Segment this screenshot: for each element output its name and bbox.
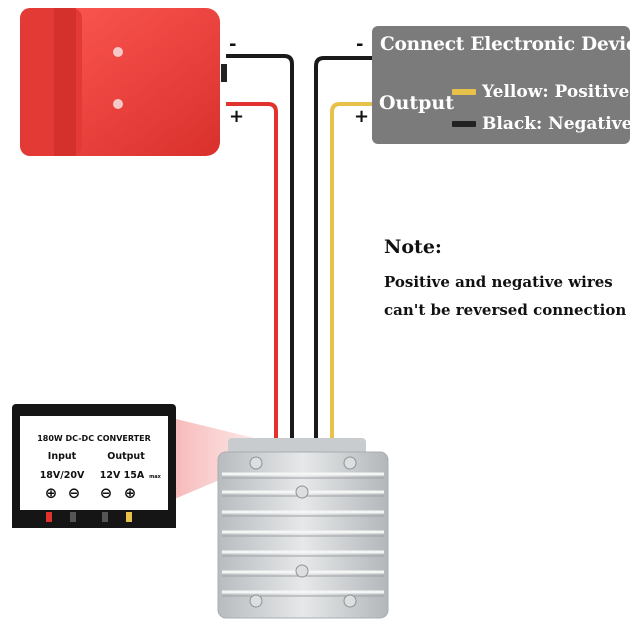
info-box-title: Connect Electronic Device [380,34,640,55]
screw-icon [343,594,357,608]
converter-input-voltage: 18V/20V [40,470,85,481]
legend-item-black: Black: Negative- [452,114,639,134]
terminal-input-negative-icon: ⊖ [68,484,81,502]
yellow-wire-swatch-icon [452,89,476,95]
device-positive-label: + [354,106,370,127]
legend-label-yellow: Yellow: Positive+ [482,82,640,102]
terminal-output-positive-icon: ⊕ [124,484,137,502]
note-title: Note: [384,236,442,258]
black-wire-swatch-icon [452,121,476,127]
input-negative-wire-black [226,54,294,440]
panel-wire-stubs [46,512,132,522]
screw-icon [249,594,263,608]
note-line: can't be reversed connection [384,301,627,319]
battery-positive-label: + [229,106,245,127]
output-label: Output [379,92,455,114]
output-negative-wire-black [314,56,372,440]
screw-icon [343,456,357,470]
screw-icon [295,485,309,499]
screw-icon [249,456,263,470]
legend-item-yellow: Yellow: Positive+ [452,82,640,102]
device-negative-label: - [356,34,364,55]
converter-label-panel: 180W DC-DC CONVERTER Input Output 18V/20… [12,404,176,528]
terminal-output-negative-icon: ⊖ [100,484,113,502]
battery-adapter [20,8,227,156]
input-positive-wire-red [226,102,278,440]
note-line: Positive and negative wires [384,273,613,291]
legend-label-black: Black: Negative- [482,114,640,134]
battery-terminal [221,64,227,82]
mounting-hole-icon [113,47,123,57]
warning-note: Note: Positive and negative wires can't … [384,236,626,324]
converter-output-rating: 12V 15A [100,470,145,481]
output-positive-wire-yellow [330,102,372,440]
battery-negative-label: - [229,34,237,55]
mounting-hole-icon [113,99,123,109]
terminal-input-positive-icon: ⊕ [45,484,58,502]
converter-input-label: Input [48,451,77,462]
converter-title: 180W DC-DC CONVERTER [37,434,151,443]
converter-output-rating-suffix: max [149,474,162,480]
device-info-box: Connect Electronic Device Output Yellow:… [372,26,640,144]
converter-output-label: Output [107,451,145,462]
screw-icon [295,564,309,578]
dc-dc-converter [217,438,389,619]
